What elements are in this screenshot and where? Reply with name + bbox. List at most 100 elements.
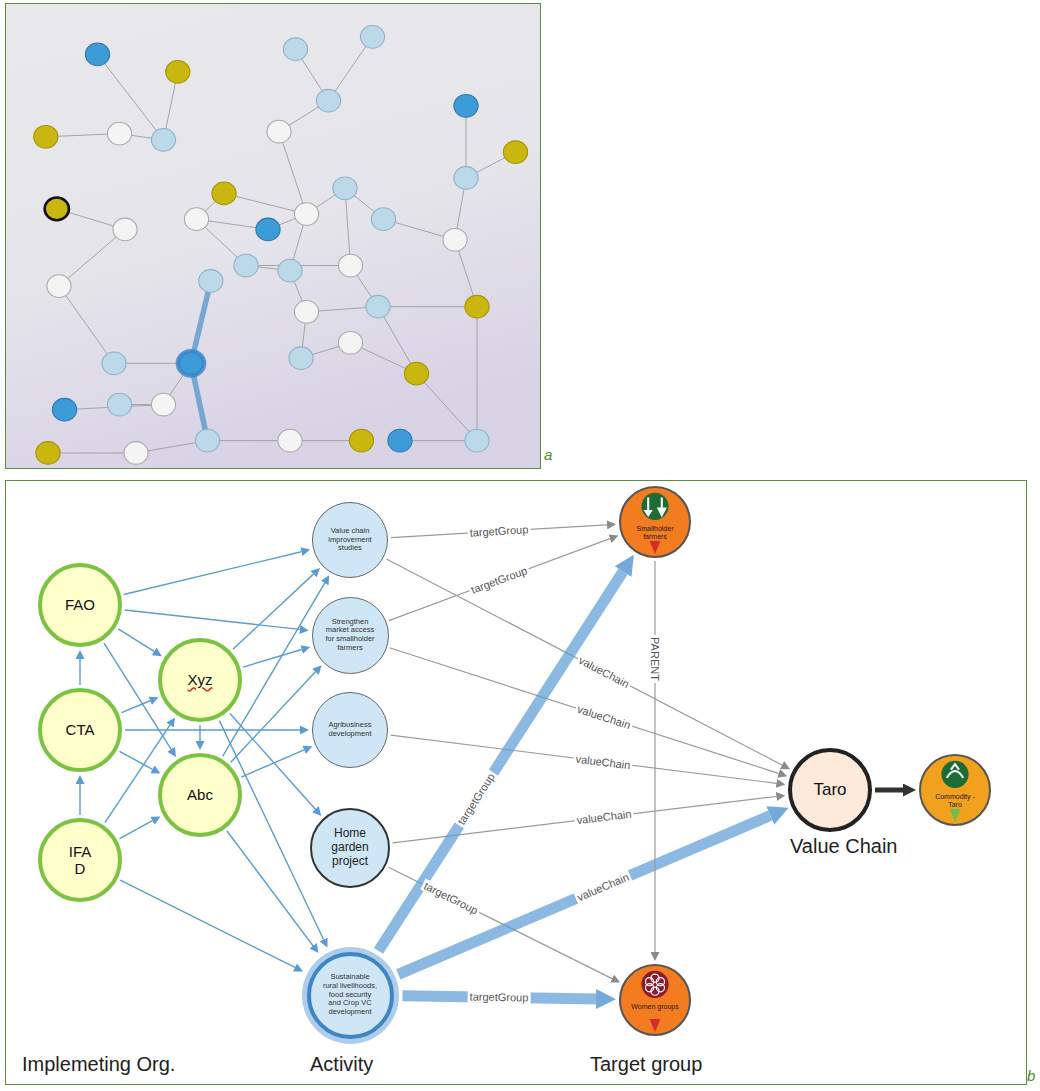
- connector: [120, 821, 153, 839]
- edge-label: targetGroup: [420, 879, 482, 918]
- node-label: CTA: [66, 721, 95, 738]
- graph-node: [294, 203, 318, 226]
- node-label: Smallholder farmers: [630, 525, 680, 541]
- node-icon: [621, 966, 689, 1034]
- graph-node: [454, 95, 478, 118]
- graph-node: [151, 393, 175, 416]
- connector: [79, 784, 80, 815]
- connector: [389, 539, 610, 621]
- graph-node: [338, 331, 362, 354]
- connector: [875, 788, 903, 793]
- graph-node: [333, 177, 357, 200]
- graph-node: [184, 208, 208, 231]
- icon-disc: [941, 761, 968, 788]
- photo-panel: [6, 4, 541, 469]
- connector: [219, 721, 323, 940]
- connector: [231, 672, 316, 762]
- column-heading: Activity: [310, 1054, 373, 1074]
- node-label: Home garden project: [325, 827, 375, 868]
- node-label: Strengthen market access for smallholder…: [322, 618, 378, 653]
- node-label: Value chain improvement studies: [322, 527, 378, 553]
- org-circle: Abc: [158, 753, 242, 837]
- graph-node: [52, 398, 76, 421]
- edge-label: valueChain: [575, 653, 633, 691]
- graph-link: [59, 229, 125, 286]
- graph-node: [151, 129, 175, 152]
- node-icon: [921, 756, 989, 824]
- activity-circle-selected: Sustainable rural livelihoods, food secu…: [307, 952, 394, 1039]
- node-label: Women groups: [631, 1003, 678, 1011]
- connector: [199, 725, 200, 741]
- graph-node: [289, 347, 313, 370]
- graph-node: [85, 43, 109, 66]
- graph-node: [404, 362, 428, 385]
- node-label: Commodity - Taro: [930, 793, 980, 809]
- graph-node: [199, 270, 223, 293]
- graph-node: [366, 295, 390, 318]
- node-label: IFA D: [63, 843, 97, 878]
- connector: [243, 650, 302, 668]
- node-label: Taro: [813, 780, 846, 800]
- node-label: Sustainable rural livelihoods, food secu…: [322, 973, 378, 1016]
- graph-node: [503, 141, 527, 164]
- node-icon: [621, 488, 689, 556]
- graph-link: [224, 193, 307, 214]
- connector: [118, 629, 154, 652]
- connector: [120, 751, 153, 769]
- target-group-circle: Women groups: [619, 964, 691, 1036]
- graph-node: [349, 429, 373, 452]
- connector: [79, 659, 80, 685]
- graph-node: [388, 429, 412, 452]
- graph-node: [34, 125, 58, 148]
- pin-symbol: [950, 809, 961, 822]
- graph-link: [48, 452, 136, 453]
- graph-node: [294, 301, 318, 324]
- graph-node: [107, 393, 131, 416]
- connector: [122, 701, 151, 713]
- connector: [120, 880, 295, 967]
- panel-letter: b: [1027, 1068, 1035, 1083]
- graph-node: [443, 228, 467, 251]
- graph-node: [283, 38, 307, 61]
- graph-node: [166, 61, 190, 84]
- panel-frame: [6, 481, 1027, 1085]
- graph-node: [338, 254, 362, 277]
- graph-node: [234, 254, 258, 277]
- activity-circle: Value chain improvement studies: [312, 502, 388, 578]
- graph-node: [278, 429, 302, 452]
- graph-node: [465, 295, 489, 318]
- node-label: Abc: [187, 786, 213, 803]
- graph-link: [98, 54, 164, 139]
- edge-label: valueChain: [574, 808, 634, 827]
- node-label: Agribusiness development: [322, 721, 378, 738]
- connector: [398, 816, 770, 975]
- pin-symbol: [650, 1019, 661, 1032]
- panel-letter: a: [544, 447, 552, 462]
- flower-symbol: [645, 978, 653, 986]
- connector: [227, 831, 313, 946]
- column-heading: Implemeting Org.: [22, 1054, 175, 1074]
- graph-node: [212, 182, 236, 205]
- column-heading: Target group: [590, 1054, 702, 1074]
- graph-link: [279, 132, 307, 214]
- edge-label: targetGroup: [467, 523, 530, 539]
- graph-node: [195, 429, 219, 452]
- graph-node: [107, 122, 131, 145]
- graph-node: [45, 198, 69, 221]
- graph-node-selected: [178, 351, 204, 376]
- value-chain-circle: Taro: [788, 748, 872, 832]
- node-label: FAO: [65, 596, 95, 613]
- graph-node: [316, 89, 340, 112]
- connector: [391, 735, 777, 783]
- graph-node: [267, 120, 291, 143]
- commodity-circle: Commodity - Taro: [919, 754, 991, 826]
- org-circle: FAO: [38, 563, 122, 647]
- org-circle: Xyz: [158, 638, 242, 722]
- edge-label: valueChain: [573, 870, 632, 904]
- connector: [124, 552, 302, 595]
- tool-symbol: [645, 498, 665, 516]
- connector: [241, 750, 304, 777]
- pin-symbol: [650, 541, 661, 554]
- edge-label: valueChain: [573, 752, 633, 771]
